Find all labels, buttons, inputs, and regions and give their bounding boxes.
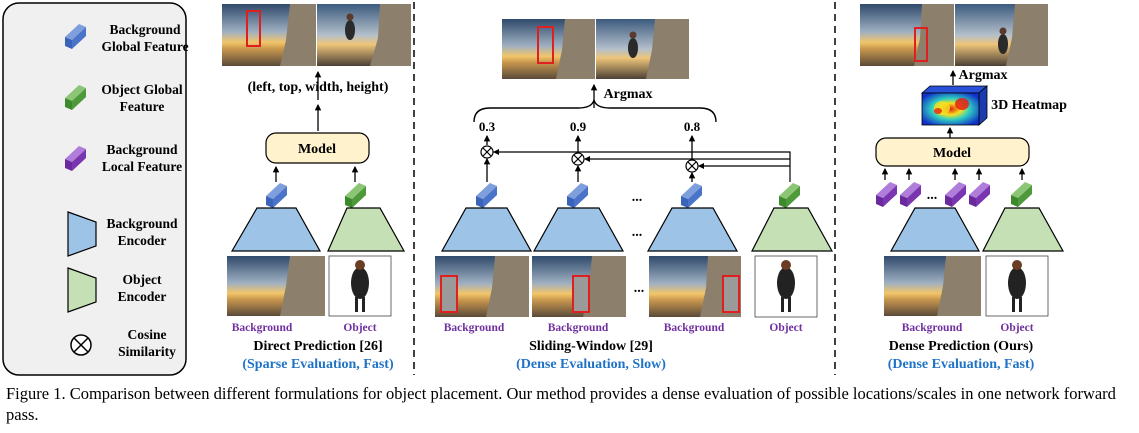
legend-label: Background: [109, 22, 181, 37]
argmax-label: Argmax: [959, 68, 1008, 83]
background-encoder: [646, 207, 739, 252]
legend-label: Encoder: [118, 289, 167, 304]
ellipsis: ...: [634, 281, 645, 296]
object-image: [754, 255, 818, 318]
figure-caption: Figure 1. Comparison between different f…: [6, 384, 1116, 424]
local-feature-icon: [969, 182, 990, 207]
object-encoder: [751, 207, 834, 252]
background-image: [227, 256, 325, 316]
local-feature-icon: [945, 182, 966, 207]
output-image-bbox: [860, 4, 954, 66]
object-encoder: [327, 207, 406, 252]
background-feature-icon: [266, 183, 287, 208]
cosine-similarity-icon: [571, 152, 585, 166]
legend-label: Similarity: [118, 344, 176, 359]
output-image-composite: [955, 4, 1048, 66]
ellipsis: ...: [632, 190, 643, 205]
object-label: Object: [343, 322, 376, 334]
model-label: Model: [298, 142, 336, 157]
local-feature-icon: [900, 182, 921, 207]
object-label: Object: [1000, 322, 1033, 334]
background-window-image: [649, 256, 741, 317]
background-feature-icon: [567, 183, 588, 208]
panel-subtitle: (Dense Evaluation, Fast): [888, 357, 1035, 372]
cosine-similarity-icon: [480, 145, 494, 159]
panel-title: Sliding-Window [29]: [529, 339, 653, 354]
output-label: (left, top, width, height): [248, 80, 389, 95]
brace: [473, 99, 717, 123]
legend-background-local-feature: Background Local Feature: [65, 142, 182, 174]
cosine-similarity-icon: [70, 334, 92, 356]
object-encoder: [982, 207, 1065, 252]
ellipsis: ...: [632, 225, 643, 240]
legend-object-encoder: Object Encoder: [67, 267, 167, 313]
object-label: Object: [769, 322, 802, 334]
score-label: 0.3: [479, 119, 496, 134]
object-feature-icon: [779, 183, 800, 208]
purple-feature-icon: [65, 146, 86, 171]
legend-label: Local Feature: [102, 159, 182, 174]
dense-prediction-panel: Argmax 3D Heatmap Model ...: [860, 4, 1067, 372]
legend-panel: [2, 2, 187, 376]
object-image: [328, 255, 392, 317]
background-label: Background: [548, 322, 609, 334]
background-window-image: [435, 256, 529, 317]
argmax-label: Argmax: [604, 87, 653, 102]
legend-label: Cosine: [127, 327, 166, 342]
cosine-similarity-icon: [685, 159, 699, 173]
object-feature-icon: [345, 183, 366, 208]
score-label: 0.8: [684, 119, 701, 134]
background-label: Background: [444, 322, 505, 334]
legend-cosine-similarity: Cosine Similarity: [70, 327, 176, 359]
panel-subtitle: (Dense Evaluation, Slow): [516, 357, 666, 372]
background-label: Background: [232, 322, 293, 334]
model-box: [875, 137, 1030, 167]
background-encoder: [889, 207, 981, 252]
panel-title: Direct Prediction [26]: [253, 339, 382, 354]
local-feature-icon: [876, 182, 897, 207]
background-image: [884, 256, 981, 316]
background-label: Background: [902, 322, 963, 334]
output-image-composite: [317, 4, 411, 66]
direct-prediction-panel: (left, top, width, height) Model: [222, 4, 411, 372]
background-feature-icon: [681, 183, 702, 208]
background-encoder: [440, 207, 533, 252]
background-label: Background: [664, 322, 725, 334]
legend-background-encoder: Background Encoder: [67, 211, 178, 257]
background-window-image: [532, 256, 626, 317]
legend-label: Object Global: [101, 82, 183, 97]
green-encoder-icon: [67, 267, 97, 313]
panel-title: Dense Prediction (Ours): [889, 339, 1034, 354]
legend-label: Encoder: [118, 233, 167, 248]
background-encoder: [532, 207, 625, 252]
blue-encoder-icon: [67, 211, 97, 257]
legend-label: Global Feature: [101, 39, 188, 54]
green-feature-icon: [65, 85, 86, 110]
heatmap-3d: [920, 85, 989, 126]
score-label: 0.9: [570, 119, 587, 134]
heatmap-label: 3D Heatmap: [991, 98, 1067, 113]
blue-feature-icon: [65, 24, 86, 49]
background-feature-icon: [476, 183, 497, 208]
sliding-window-panel: Argmax 0.3 0.9 0.8: [435, 19, 834, 372]
output-image-composite: [596, 19, 689, 79]
object-feature-icon: [1011, 182, 1032, 207]
output-image-bbox: [222, 4, 316, 66]
legend-label: Background: [106, 216, 178, 231]
panel-subtitle: (Sparse Evaluation, Fast): [242, 357, 394, 372]
output-image-bbox: [502, 19, 595, 79]
legend-object-global-feature: Object Global Feature: [65, 82, 183, 114]
legend-background-global-feature: Background Global Feature: [65, 22, 189, 54]
model-box: [265, 132, 370, 164]
model-label: Model: [933, 146, 971, 161]
background-encoder: [230, 207, 322, 252]
object-image: [985, 255, 1049, 317]
legend-label: Background: [106, 142, 178, 157]
legend-label: Object: [123, 272, 162, 287]
ellipsis: ...: [927, 188, 938, 203]
legend-label: Feature: [120, 99, 165, 114]
